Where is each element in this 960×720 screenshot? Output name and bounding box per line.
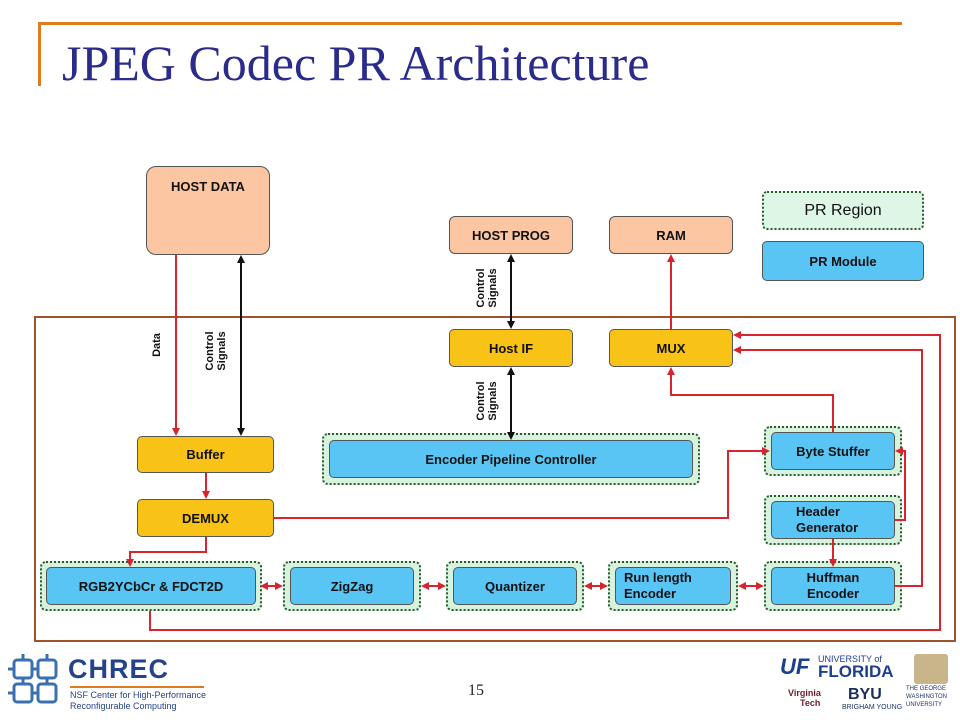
byu-text: BYU [848, 686, 882, 703]
huffman-encoder-module: Huffman Encoder [771, 567, 895, 605]
host-if-block: Host IF [449, 329, 573, 367]
uf-top-text: UNIVERSITY of [818, 654, 882, 664]
mux-block: MUX [609, 329, 733, 367]
gwu-text-2: WASHINGTON [906, 694, 948, 700]
legend-pr-module: PR Module [762, 241, 924, 281]
zigzag-module: ZigZag [290, 567, 414, 605]
huffman-encoder-label: Huffman Encoder [806, 570, 860, 601]
university-logos: UF UNIVERSITY of FLORIDA Virginia Tech B… [778, 652, 956, 718]
chrec-divider [70, 686, 204, 688]
gwu-text-1: THE GEORGE [906, 686, 947, 692]
legend-pr-region: PR Region [762, 191, 924, 230]
chrec-logo: CHREC NSF Center for High-Performance Re… [8, 650, 208, 714]
wire-headergen-bytestuffer [895, 447, 906, 521]
buffer-block: Buffer [137, 436, 274, 473]
quantizer-module: Quantizer [453, 567, 577, 605]
run-length-encoder-label: Run length Encoder [624, 570, 692, 601]
byu-sub-text: BRIGHAM YOUNG [842, 704, 903, 711]
label-control-signals-mid: Control Signals [475, 381, 499, 421]
host-data-block: HOST DATA [146, 166, 270, 255]
page-number: 15 [468, 682, 484, 699]
vt-text-2: Tech [800, 698, 821, 708]
header-generator-label: Header Generator [796, 504, 859, 535]
encoder-pipeline-controller: Encoder Pipeline Controller [329, 440, 693, 478]
label-data: Data [151, 333, 163, 357]
header-generator-module: Header Generator [771, 501, 895, 539]
uf-mark: UF [780, 654, 810, 679]
fpga-boundary [34, 316, 956, 642]
uf-florida-text: FLORIDA [818, 662, 894, 681]
host-data-label: HOST DATA [171, 179, 245, 194]
chrec-wordmark: CHREC [68, 654, 170, 684]
ram-block: RAM [609, 216, 733, 254]
chrec-subtitle-1: NSF Center for High-Performance [70, 690, 207, 700]
byte-stuffer-module: Byte Stuffer [771, 432, 895, 470]
vt-text-1: Virginia [788, 688, 821, 698]
run-length-encoder-module: Run length Encoder [615, 567, 731, 605]
wire-demux-rgb [126, 537, 207, 567]
wire-demux-byte-stuffer [274, 447, 770, 519]
wire-bottom-loop [149, 331, 941, 631]
demux-block: DEMUX [137, 499, 274, 537]
title-accent-rule-vertical [38, 22, 41, 86]
chrec-subtitle-2: Reconfigurable Computing [70, 701, 177, 711]
host-prog-block: HOST PROG [449, 216, 573, 254]
chrec-chip-icon [8, 654, 58, 704]
label-control-signals-left: Control Signals [204, 331, 228, 371]
wire-bytestuffer-mux [667, 367, 834, 432]
gwu-text-3: UNIVERSITY [906, 702, 943, 708]
gwu-portrait [914, 654, 948, 684]
wire-huffman-mux [733, 346, 923, 587]
title-accent-rule [38, 22, 902, 25]
slide-title: JPEG Codec PR Architecture [62, 35, 650, 91]
label-control-signals-top: Control Signals [475, 268, 499, 308]
rgb2ycbcr-fdct2d-module: RGB2YCbCr & FDCT2D [46, 567, 256, 605]
